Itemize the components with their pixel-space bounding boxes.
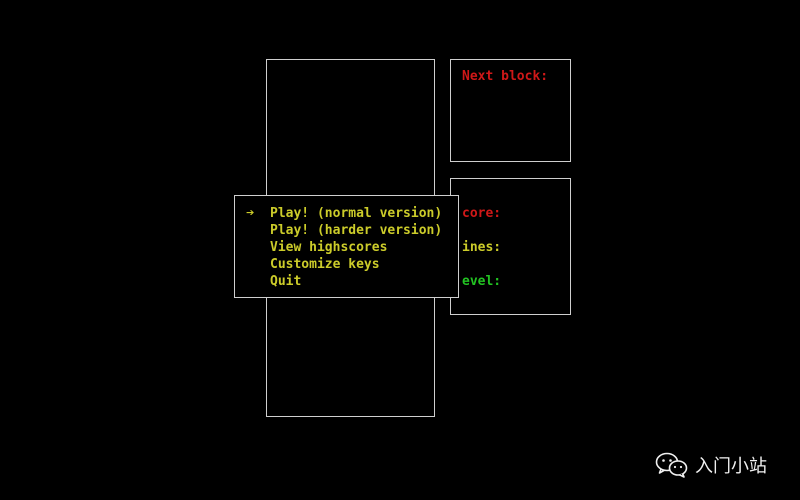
stats-panel: core: ines: evel: — [450, 178, 571, 315]
right-arrow-icon: ➔ — [246, 205, 255, 221]
watermark: 入门小站 — [655, 452, 767, 482]
level-label: evel: — [462, 274, 502, 289]
menu-item-quit[interactable]: Quit — [270, 274, 302, 289]
wechat-icon — [655, 452, 689, 482]
lines-label: ines: — [462, 240, 502, 255]
watermark-text: 入门小站 — [695, 456, 767, 477]
next-block-panel: Next block: — [450, 59, 571, 162]
menu-item-play-normal[interactable]: Play! (normal version) — [270, 206, 443, 221]
menu-item-customize-keys[interactable]: Customize keys — [270, 257, 380, 272]
next-block-label: Next block: — [462, 69, 549, 84]
score-label: core: — [462, 206, 502, 221]
menu-item-highscores[interactable]: View highscores — [270, 240, 388, 255]
menu-item-play-harder[interactable]: Play! (harder version) — [270, 223, 443, 238]
main-menu: ➔ Play! (normal version) Play! (harder v… — [234, 195, 459, 298]
